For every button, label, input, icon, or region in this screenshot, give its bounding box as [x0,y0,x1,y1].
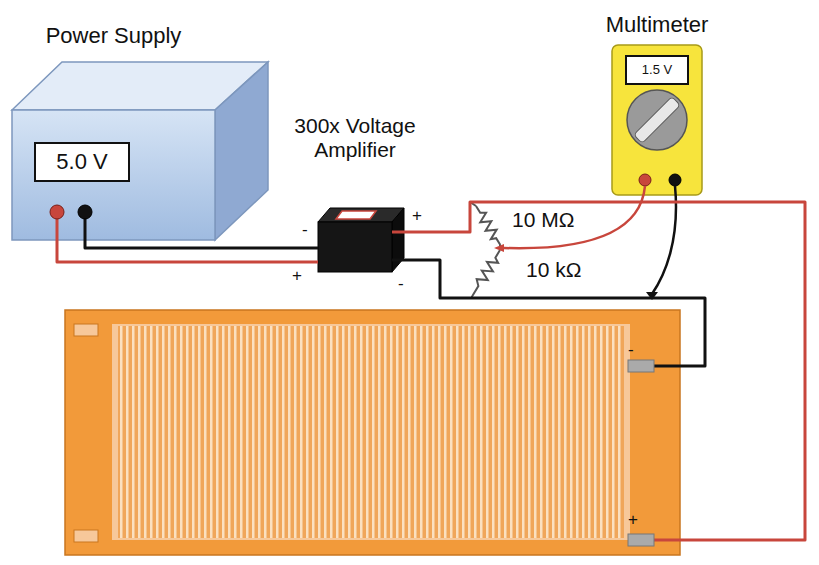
terminal-sign: + [292,266,302,286]
amplifier-front [318,222,392,272]
terminal-sign: + [628,510,638,530]
resistor-symbol [472,203,505,247]
voltage-amplifier: 300x Voltage Amplifier [318,222,392,272]
panel-terminal [628,534,654,546]
supply-side [215,62,268,240]
device-title: Multimeter [606,12,709,37]
wire [57,240,318,262]
supply-terminal [78,205,92,219]
electrode-panel: -+ [65,310,680,555]
resistor-zigzag [468,247,504,298]
resistor-value: 10 MΩ [512,208,574,232]
meter-jack [639,174,651,186]
probe-lead [504,186,645,248]
amplifier-side [392,208,404,272]
display-reading: 1.5 V [642,63,672,78]
electrode-area [112,324,630,540]
panel-terminal [628,360,654,372]
electrode-fingers [118,326,624,538]
power-supply: 5.0 VPower Supply [12,110,215,240]
wire [85,240,318,248]
probe-clip [494,244,504,252]
panel-pad [74,324,98,336]
panel-pad [74,530,98,542]
device-title: Power Supply [46,23,182,48]
amplifier-top [318,208,404,222]
multimeter-dial [627,90,687,150]
electrode-panel [65,310,680,555]
display-reading: 5.0 V [56,149,107,174]
wire [392,202,805,540]
resistor-zigzag [472,203,505,247]
supply-terminal [50,205,64,219]
terminal-sign: + [412,206,422,226]
supply-display: 5.0 V [34,142,130,182]
dial-knob [634,97,681,144]
terminal-sign: - [302,220,308,240]
amplifier-sticker [336,211,376,219]
panel-lead [652,365,680,368]
meter-jack [669,174,681,186]
resistor-value: 10 kΩ [526,258,581,282]
multimeter: 1.5 VMultimeter [612,45,702,195]
terminal-sign: - [398,274,404,294]
device-title: 300x Voltage Amplifier [275,114,435,162]
panel-lead [652,539,680,542]
supply-front [12,110,215,240]
resistor-symbol [468,247,504,298]
terminal-sign: - [628,340,634,360]
meter-display: 1.5 V [625,55,689,85]
multimeter-body [612,45,702,195]
